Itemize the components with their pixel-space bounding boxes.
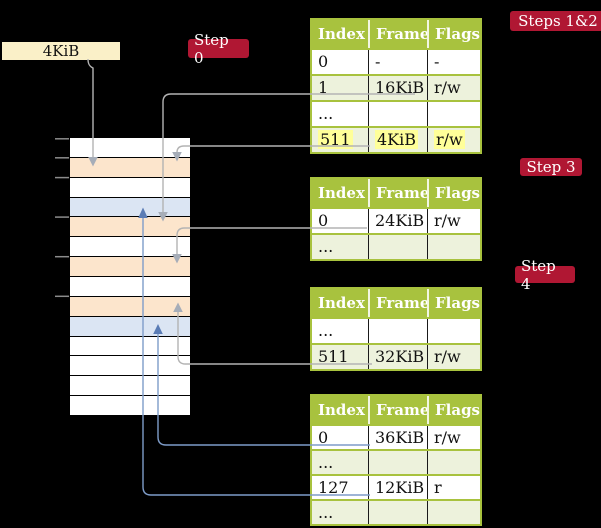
cell-frame: - bbox=[368, 50, 427, 74]
memory-frame-row bbox=[70, 336, 190, 357]
table-header-row: Index Frame Flags bbox=[312, 396, 480, 424]
cell-frame bbox=[368, 451, 427, 474]
header-flags: Flags bbox=[427, 289, 480, 317]
header-frame: Frame bbox=[368, 179, 429, 207]
header-index: Index bbox=[318, 401, 365, 419]
step4-badge: Step 4 bbox=[515, 257, 575, 293]
cell-index: 0 bbox=[318, 211, 329, 230]
cell-index: ... bbox=[318, 237, 334, 256]
steps-1-2-badge: Steps 1&2 bbox=[510, 11, 601, 31]
cell-flags bbox=[427, 319, 480, 343]
cell-flags bbox=[427, 501, 480, 524]
memory-frame-row bbox=[70, 296, 190, 317]
table-row: 0 24KiB r/w bbox=[312, 207, 480, 233]
cell-frame: 36KiB bbox=[368, 426, 427, 449]
cell-frame bbox=[368, 501, 427, 524]
cell-frame: 12KiB bbox=[368, 476, 427, 499]
cell-flags bbox=[427, 451, 480, 474]
cell-flags: r/w bbox=[427, 128, 480, 152]
memory-frame-row bbox=[70, 396, 190, 416]
cell-index: ... bbox=[318, 321, 334, 340]
cell-frame: 16KiB bbox=[368, 76, 427, 100]
memory-frame-row bbox=[70, 138, 190, 158]
table-row: ... bbox=[312, 233, 480, 259]
table-row: 511 32KiB r/w bbox=[312, 343, 480, 369]
register-value: 4KiB bbox=[42, 42, 80, 60]
table-header-row: Index Frame Flags bbox=[312, 20, 480, 48]
header-frame: Frame bbox=[368, 396, 429, 424]
cell-flags bbox=[427, 102, 480, 126]
cell-flags: r bbox=[427, 476, 480, 499]
cell-index: 0 bbox=[318, 52, 329, 71]
table-row: 127 12KiB r bbox=[312, 474, 480, 499]
page-table-base-register: 4KiB bbox=[2, 42, 120, 60]
table-row: ... bbox=[312, 449, 480, 474]
cell-index: 0 bbox=[318, 428, 329, 447]
page-table-steps-1-2: Index Frame Flags 0 - - 1 16KiB r/w ... … bbox=[310, 18, 482, 154]
table-row: ... bbox=[312, 100, 480, 126]
table-header-row: Index Frame Flags bbox=[312, 179, 480, 207]
cell-index: ... bbox=[318, 503, 334, 522]
cell-flags bbox=[427, 235, 480, 259]
cell-index: 127 bbox=[318, 478, 349, 497]
cell-flags: r/w bbox=[427, 426, 480, 449]
cell-frame bbox=[368, 319, 427, 343]
header-frame: Frame bbox=[368, 289, 429, 317]
cell-frame: 32KiB bbox=[368, 345, 427, 369]
header-frame: Frame bbox=[368, 20, 429, 48]
cell-flags: r/w bbox=[427, 76, 480, 100]
cell-index: 1 bbox=[318, 78, 329, 97]
step3-badge: Step 3 bbox=[520, 158, 582, 176]
header-index: Index bbox=[318, 25, 365, 43]
cell-frame: 4KiB bbox=[368, 128, 427, 152]
table-row: 0 36KiB r/w bbox=[312, 424, 480, 449]
cell-index: ... bbox=[318, 104, 334, 123]
header-index: Index bbox=[318, 184, 365, 202]
table-row: ... bbox=[312, 499, 480, 524]
page-table-leaf: Index Frame Flags 0 36KiB r/w ... 127 12… bbox=[310, 394, 482, 526]
cell-flags: r/w bbox=[427, 345, 480, 369]
header-flags: Flags bbox=[427, 179, 480, 207]
page-table-step-3: Index Frame Flags 0 24KiB r/w ... bbox=[310, 177, 482, 261]
header-index: Index bbox=[318, 294, 365, 312]
memory-frame-row bbox=[70, 237, 190, 258]
memory-frame-row bbox=[70, 157, 190, 178]
memory-frame-row bbox=[70, 217, 190, 238]
cell-flags: r/w bbox=[427, 209, 480, 233]
address-tick-marks bbox=[55, 138, 69, 298]
cell-frame: 24KiB bbox=[368, 209, 427, 233]
cell-flags: - bbox=[427, 50, 480, 74]
memory-frame-row bbox=[70, 177, 190, 198]
step3-label: Step 3 bbox=[526, 158, 576, 176]
cell-index: 511 bbox=[318, 347, 349, 366]
memory-frame-row bbox=[70, 197, 190, 218]
memory-frame-row bbox=[70, 277, 190, 297]
table-row: 0 - - bbox=[312, 48, 480, 74]
page-table-step-4: Index Frame Flags ... 511 32KiB r/w bbox=[310, 287, 482, 371]
table-header-row: Index Frame Flags bbox=[312, 289, 480, 317]
cell-frame bbox=[368, 235, 427, 259]
table-row: 1 16KiB r/w bbox=[312, 74, 480, 100]
memory-frame-row bbox=[70, 376, 190, 397]
table-row: ... bbox=[312, 317, 480, 343]
cell-index: 511 bbox=[318, 130, 353, 149]
cell-frame bbox=[368, 102, 427, 126]
step0-label: Step 0 bbox=[194, 30, 229, 67]
steps-1-2-label: Steps 1&2 bbox=[518, 12, 598, 30]
table-row-highlighted: 511 4KiB r/w bbox=[312, 126, 480, 152]
header-flags: Flags bbox=[427, 396, 480, 424]
memory-frame-row bbox=[70, 257, 190, 278]
header-flags: Flags bbox=[427, 20, 480, 48]
step4-label: Step 4 bbox=[521, 256, 556, 293]
cell-index: ... bbox=[318, 453, 334, 472]
step0-badge: Step 0 bbox=[188, 31, 249, 67]
memory-frame-row bbox=[70, 316, 190, 337]
physical-memory-column bbox=[70, 138, 190, 416]
memory-frame-row bbox=[70, 356, 190, 377]
